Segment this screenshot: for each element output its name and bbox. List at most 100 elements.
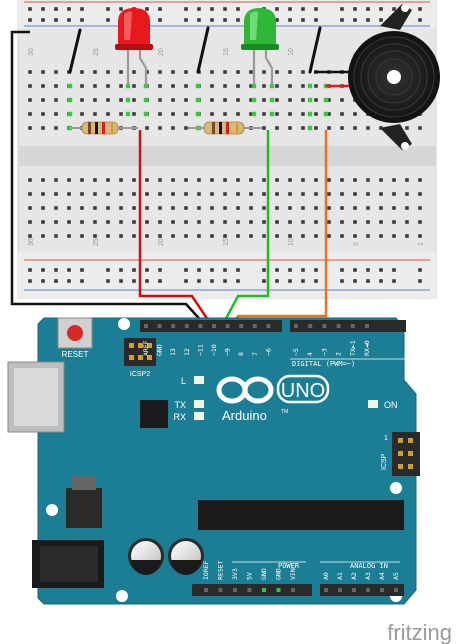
breadboard-hole	[392, 220, 396, 224]
rail-hole	[54, 18, 58, 22]
fritzing-watermark: fritzing	[387, 620, 452, 644]
breadboard-hole	[28, 234, 32, 238]
rail-hole	[223, 7, 227, 11]
rail-hole	[392, 279, 396, 283]
breadboard-hole	[210, 206, 214, 210]
wire-pin13-red[interactable]	[138, 130, 214, 327]
breadboard-hole	[171, 234, 175, 238]
led-rx	[194, 412, 204, 420]
analog-label: ANALOG IN	[350, 562, 388, 570]
breadboard-hole	[301, 126, 305, 130]
jumper-wire-2[interactable]	[196, 26, 210, 74]
breadboard-hole	[158, 178, 162, 182]
breadboard-hole	[327, 206, 331, 210]
breadboard-hole	[314, 192, 318, 196]
breadboard-hole	[275, 112, 279, 116]
breadboard-hole	[288, 178, 292, 182]
breadboard-hole	[80, 234, 84, 238]
green-led[interactable]	[241, 8, 279, 85]
breadboard-hole	[249, 234, 253, 238]
breadboard-hole	[106, 206, 110, 210]
resistor-2[interactable]	[188, 121, 262, 135]
breadboard-hole	[236, 98, 240, 102]
digital-pin-label: ~5	[292, 348, 300, 356]
capacitor-2	[168, 538, 204, 575]
connected-hole	[251, 111, 257, 117]
breadboard-hole	[314, 178, 318, 182]
header-pin	[291, 588, 295, 592]
breadboard-hole	[80, 192, 84, 196]
rail-hole	[145, 268, 149, 272]
column-number: 30	[28, 48, 35, 56]
header-pin	[247, 588, 252, 592]
column-number: 25	[93, 238, 100, 246]
breadboard-hole	[197, 234, 201, 238]
breadboard-hole	[366, 206, 370, 210]
led-rx-label: RX	[173, 412, 186, 422]
breadboard-hole	[223, 98, 227, 102]
breadboard-hole	[119, 220, 123, 224]
breadboard-hole	[249, 98, 253, 102]
header-pin	[324, 588, 328, 592]
rail-hole	[184, 7, 188, 11]
breadboard-hole	[340, 206, 344, 210]
digital-pin-label: ~3	[320, 348, 328, 356]
breadboard-hole	[93, 206, 97, 210]
breadboard-hole	[119, 70, 123, 74]
connected-hole	[269, 111, 275, 117]
resistor-1[interactable]	[70, 121, 138, 135]
analog-pin-label: A5	[392, 572, 400, 580]
rail-hole	[132, 268, 136, 272]
breadboard-hole	[54, 112, 58, 116]
breadboard-hole	[158, 234, 162, 238]
rail-hole	[288, 268, 292, 272]
column-number: 10	[288, 238, 295, 246]
reset-button-cap[interactable]	[67, 325, 83, 341]
breadboard-hole	[54, 178, 58, 182]
rail-hole	[236, 279, 240, 283]
mount-hole	[46, 504, 58, 516]
breadboard-hole	[171, 126, 175, 130]
rail-hole	[314, 279, 318, 283]
breadboard-hole	[236, 112, 240, 116]
header-pin	[380, 588, 384, 592]
breadboard-hole	[67, 178, 71, 182]
connected-hole	[269, 83, 275, 89]
breadboard-hole	[223, 84, 227, 88]
connected-hole	[307, 111, 313, 117]
breadboard-hole	[327, 234, 331, 238]
rail-hole	[223, 279, 227, 283]
breadboard-hole	[80, 70, 84, 74]
digital-label: DIGITAL (PWM=~)	[292, 360, 355, 368]
breadboard-hole	[405, 206, 409, 210]
piezo-buzzer[interactable]	[314, 4, 440, 150]
breadboard-hole	[392, 192, 396, 196]
breadboard-hole	[93, 234, 97, 238]
rail-hole	[54, 7, 58, 11]
digital-pin-label: ~11	[196, 344, 204, 356]
jumper-wire-3[interactable]	[308, 26, 322, 74]
rail-hole	[158, 279, 162, 283]
breadboard-hole	[54, 126, 58, 130]
led-l-label: L	[181, 376, 186, 386]
wire-pin12-green[interactable]	[220, 130, 270, 327]
breadboard-hole	[106, 220, 110, 224]
connected-hole	[67, 111, 73, 117]
center-channel	[18, 146, 436, 166]
connected-hole	[251, 97, 257, 103]
breadboard-hole	[93, 192, 97, 196]
breadboard-hole	[158, 98, 162, 102]
wire-gnd-black[interactable]	[10, 30, 207, 327]
breadboard-hole	[379, 234, 383, 238]
breadboard-hole	[223, 70, 227, 74]
digital-pin-label: ~6	[264, 348, 272, 356]
rail-hole	[379, 18, 383, 22]
rail-hole	[418, 18, 422, 22]
breadboard-hole	[249, 112, 253, 116]
red-led[interactable]	[115, 8, 153, 85]
breadboard-hole	[54, 192, 58, 196]
breadboard-hole	[80, 98, 84, 102]
breadboard-hole	[106, 178, 110, 182]
jumper-wire-1[interactable]	[68, 28, 82, 74]
